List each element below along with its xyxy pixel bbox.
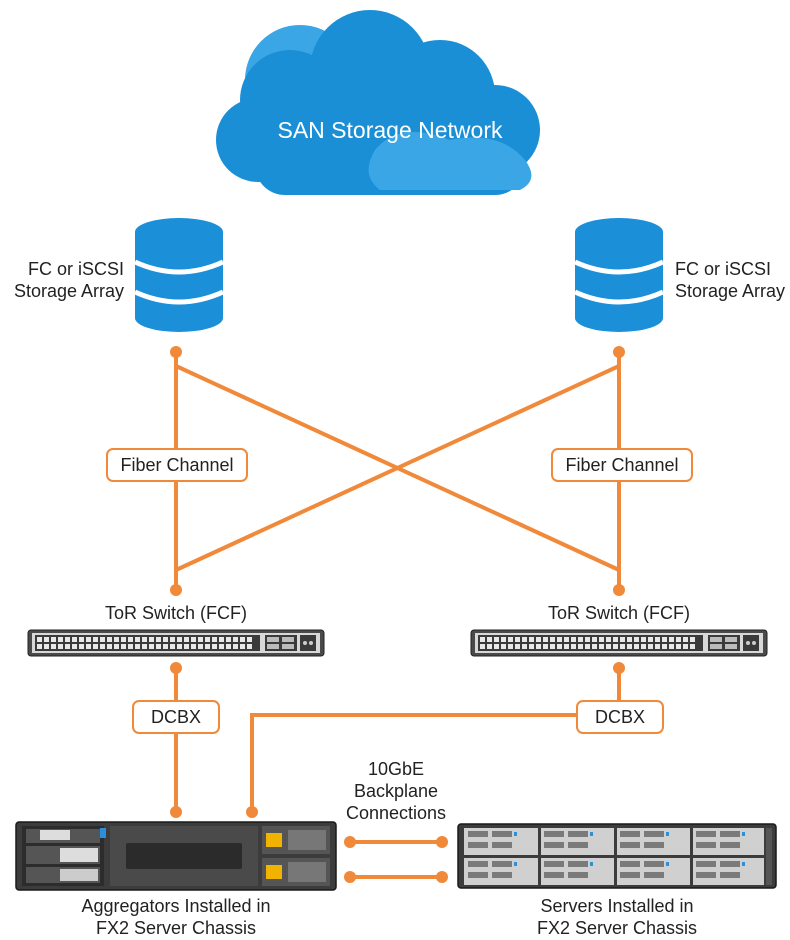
storage-right-label-line2: Storage Array xyxy=(675,281,786,301)
aggregator-label-line2: FX2 Server Chassis xyxy=(95,918,257,938)
switch-left-label: ToR Switch (FCF) xyxy=(104,603,247,623)
storage-right-label-line1: FC or iSCSI xyxy=(675,259,772,279)
fiber-channel-right-label: Fiber Channel xyxy=(551,448,693,482)
dcbx-endpoints xyxy=(170,662,625,818)
backplane-links xyxy=(344,836,448,883)
dcbx-links xyxy=(174,668,621,812)
cloud-label: SAN Storage Network xyxy=(277,117,503,143)
tor-switch-left-icon xyxy=(27,629,325,657)
switch-right-label: ToR Switch (FCF) xyxy=(547,603,690,623)
storage-array-right-database-icon xyxy=(573,218,665,332)
fiber-channel-left-label: Fiber Channel xyxy=(106,448,248,482)
servers-label-line2: FX2 Server Chassis xyxy=(536,918,698,938)
dcbx-left-label: DCBX xyxy=(132,700,220,734)
dcbx-right-label: DCBX xyxy=(576,700,664,734)
san-cloud-icon xyxy=(216,10,540,195)
backplane-label-line1: 10GbE xyxy=(367,759,425,779)
aggregator-label-line1: Aggregators Installed in xyxy=(81,896,271,916)
storage-array-left-database-icon xyxy=(133,218,225,332)
aggregator-chassis-icon xyxy=(15,821,337,891)
backplane-label-line2: Backplane xyxy=(353,781,439,801)
link-endpoints xyxy=(170,346,625,596)
tor-switch-right-icon xyxy=(470,629,768,657)
backplane-label-line3: Connections xyxy=(345,803,447,823)
servers-chassis-icon xyxy=(457,823,777,889)
storage-left-label-line2: Storage Array xyxy=(13,281,124,301)
servers-label-line1: Servers Installed in xyxy=(540,896,694,916)
storage-left-label-line1: FC or iSCSI xyxy=(27,259,124,279)
